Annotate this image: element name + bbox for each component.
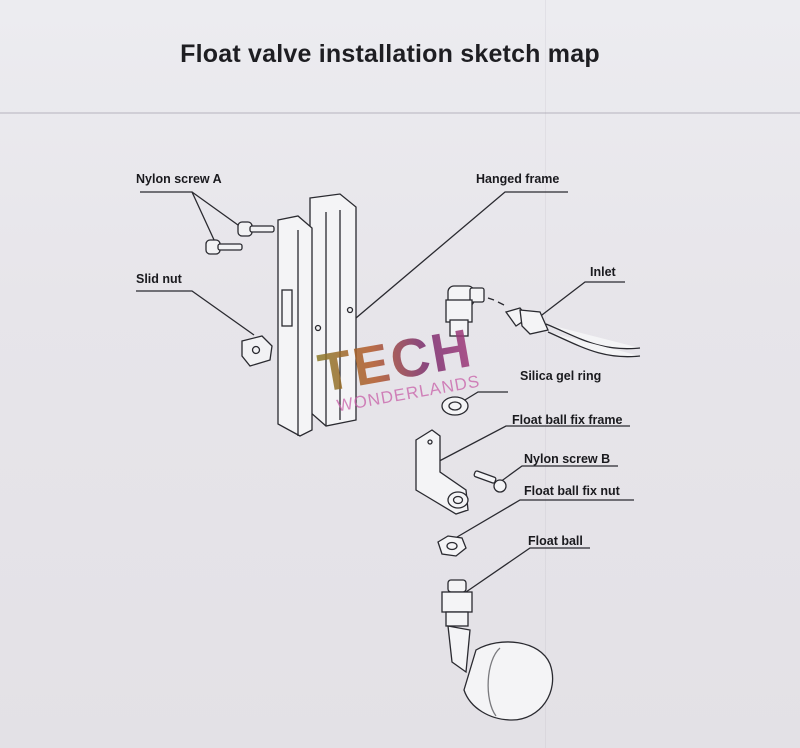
float-ball-fix-frame-icon	[415, 429, 469, 515]
label-nylon-screw-b: Nylon screw B	[524, 452, 611, 466]
label-float-ball: Float ball	[528, 534, 583, 548]
nylon-screw-a-icon	[205, 221, 275, 255]
diagram-title: Float valve installation sketch map	[180, 40, 600, 68]
label-nylon-screw-a: Nylon screw A	[136, 172, 222, 186]
leader-lines	[136, 191, 634, 593]
label-inlet: Inlet	[590, 265, 616, 279]
inlet-elbow-icon	[445, 285, 505, 337]
paper-fold-horizontal	[0, 112, 800, 114]
inlet-hose-icon	[504, 307, 641, 358]
float-ball-icon	[441, 579, 554, 721]
hanged-frame-icon	[277, 193, 357, 437]
nylon-screw-b-icon	[473, 470, 507, 493]
silica-gel-ring-icon	[441, 396, 469, 416]
label-slid-nut: Slid nut	[136, 272, 182, 286]
slid-nut-icon	[241, 335, 273, 367]
label-float-ball-fix-frame: Float ball fix frame	[512, 413, 623, 427]
label-hanged-frame: Hanged frame	[476, 172, 560, 186]
float-ball-fix-nut-icon	[437, 535, 467, 557]
label-float-ball-fix-nut: Float ball fix nut	[524, 484, 620, 498]
label-silica-gel-ring: Silica gel ring	[520, 369, 602, 383]
paper-fold-vertical	[545, 0, 546, 748]
